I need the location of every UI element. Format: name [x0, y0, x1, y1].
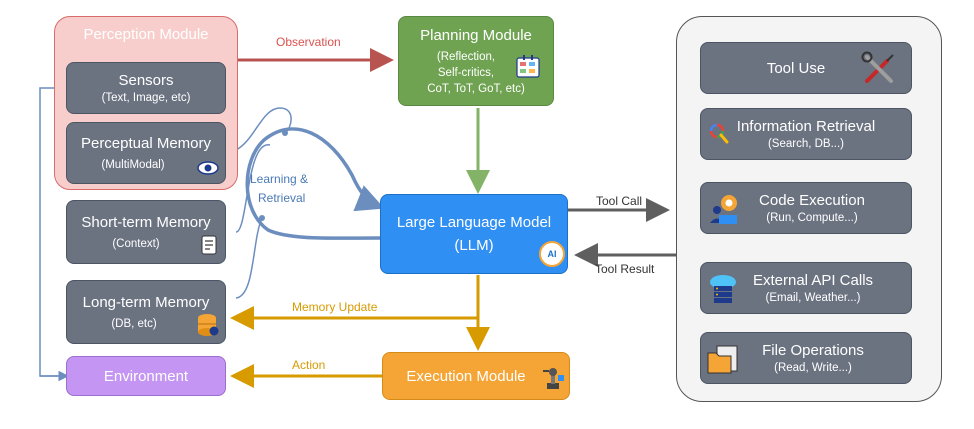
observation-label: Observation [276, 35, 341, 49]
tool-call-label: Tool Call [596, 194, 643, 208]
llm-subtitle: (LLM) [454, 237, 494, 254]
external-api-subtitle: (Email, Weather...) [765, 291, 861, 304]
wrench-screwdriver-icon [861, 51, 894, 83]
file-operations-box: File Operations (Read, Write...) [700, 332, 912, 384]
feeder-short-term [235, 144, 271, 233]
planning-line2: Self-critics, [437, 66, 495, 79]
eye-icon [197, 161, 219, 175]
llm-title: Large Language Model [396, 214, 552, 231]
code-execution-box: Code Execution (Run, Compute...) [700, 182, 912, 234]
long-term-subtitle: (DB, etc) [111, 317, 157, 330]
code-execution-title: Code Execution [759, 191, 865, 209]
feeder-perceptual [235, 107, 292, 151]
environment-title: Environment [103, 367, 189, 385]
short-term-subtitle: (Context) [112, 237, 160, 250]
external-api-calls-box: External API Calls (Email, Weather...) [700, 262, 912, 314]
short-term-memory-box: Short-term Memory (Context) [66, 200, 226, 264]
database-icon [198, 314, 219, 336]
folder-icon [707, 345, 738, 374]
perceptual-memory-subtitle: (MultiModal) [101, 158, 165, 171]
sensors-title: Sensors [118, 71, 174, 89]
perceptual-memory-box: Perceptual Memory (MultiModal) [66, 122, 226, 184]
search-icon [709, 123, 729, 144]
information-retrieval-subtitle: (Search, DB...) [767, 137, 845, 150]
perceptual-memory-title: Perceptual Memory [80, 134, 212, 152]
file-operations-subtitle: (Read, Write...) [774, 361, 852, 374]
tool-result-label: Tool Result [595, 262, 655, 276]
perception-title: Perception Module [83, 26, 209, 43]
sensors-subtitle: (Text, Image, etc) [101, 91, 191, 104]
feeder-long-term [235, 217, 263, 299]
file-operations-title: File Operations [762, 341, 864, 359]
ai-chip-icon: AI [539, 241, 565, 267]
code-execution-subtitle: (Run, Compute...) [766, 211, 858, 224]
learning-loop-arrow [245, 127, 385, 240]
cloud-server-icon [710, 275, 736, 303]
long-term-title: Long-term Memory [82, 293, 210, 311]
learning-label: Learning & [250, 172, 309, 186]
robot-arm-icon [543, 368, 564, 389]
tool-use-box: Tool Use [700, 42, 912, 94]
execution-module: Execution Module [382, 352, 570, 400]
sensors-box: Sensors (Text, Image, etc) [66, 62, 226, 114]
planning-line3: CoT, ToT, GoT, etc) [427, 82, 525, 95]
planning-module: Planning Module (Reflection, Self-critic… [398, 16, 554, 106]
environment-box: Environment [66, 356, 226, 396]
retrieval-label: Retrieval [258, 191, 306, 205]
information-retrieval-box: Information Retrieval (Search, DB...) [700, 108, 912, 160]
document-icon [201, 235, 217, 255]
memory-update-label: Memory Update [292, 300, 378, 314]
planning-board-icon [516, 55, 540, 78]
action-label: Action [292, 358, 326, 372]
planning-line1: (Reflection, [436, 50, 496, 63]
llm-box: Large Language Model (LLM) AI [380, 194, 568, 274]
ai-badge-text: AI [547, 249, 557, 259]
information-retrieval-title: Information Retrieval [736, 117, 876, 135]
execution-title: Execution Module [406, 367, 526, 385]
tool-use-title: Tool Use [766, 59, 826, 77]
short-term-title: Short-term Memory [81, 213, 211, 231]
external-api-title: External API Calls [752, 271, 874, 289]
planning-title: Planning Module [420, 26, 532, 44]
developer-gear-icon [710, 195, 737, 224]
long-term-memory-box: Long-term Memory (DB, etc) [66, 280, 226, 344]
